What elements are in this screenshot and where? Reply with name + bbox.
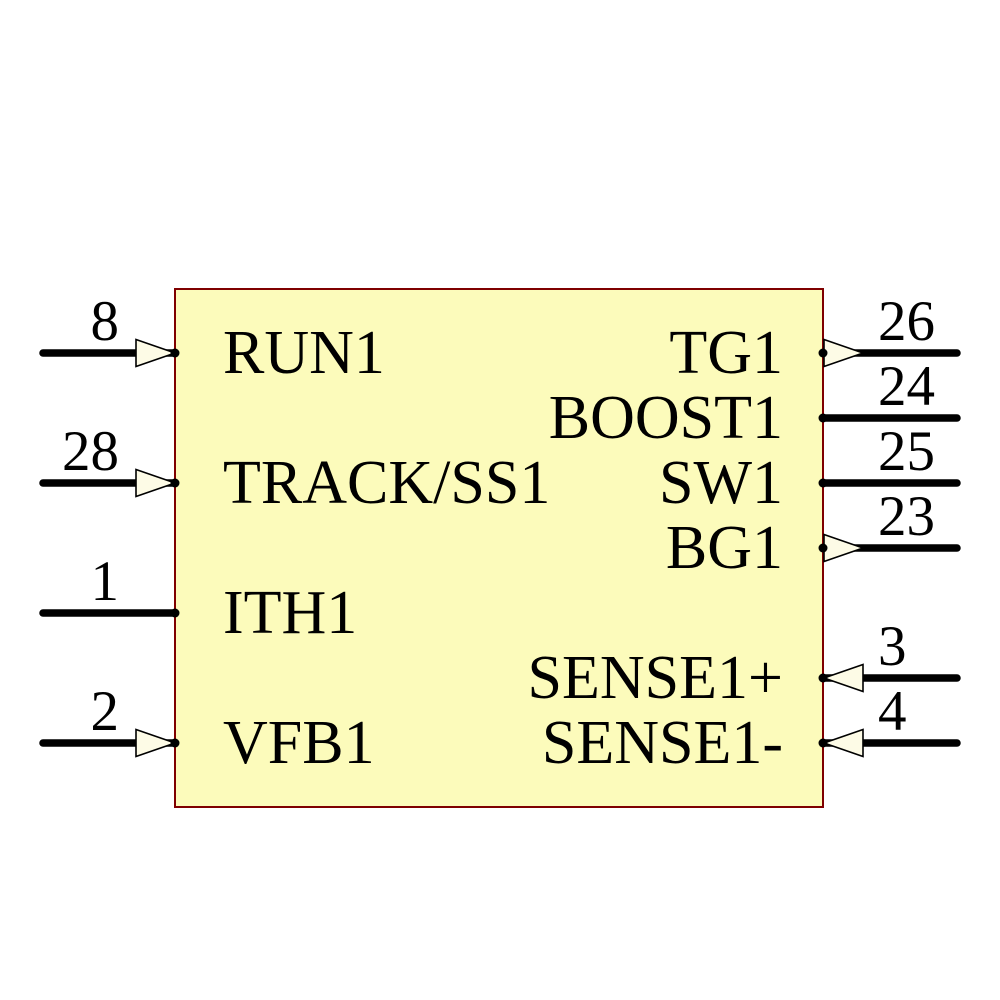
pin-number: 1 <box>91 550 120 613</box>
pin-number: 8 <box>91 290 120 353</box>
pin-number: 4 <box>878 680 907 743</box>
pin-number: 25 <box>878 420 935 483</box>
pin-label: BG1 <box>666 514 783 582</box>
pin-endpoint-dot <box>818 348 828 358</box>
pin-endpoint-dot <box>818 673 828 683</box>
pin-number: 28 <box>62 420 119 483</box>
pin-sw1[interactable]: 25 SW1 <box>659 420 961 517</box>
pin-endpoint-dot <box>170 738 180 748</box>
pin-label: ITH1 <box>223 579 357 647</box>
pin-number: 24 <box>878 355 935 418</box>
pin-sense1-[interactable]: 3 SENSE1+ <box>528 615 961 712</box>
pin-endpoint-dot <box>818 738 828 748</box>
pin-track-ss1[interactable]: 28 TRACK/SS1 <box>39 420 550 517</box>
pin-label: TG1 <box>669 319 783 387</box>
pin-number: 3 <box>878 615 907 678</box>
input-arrow-icon <box>821 663 864 693</box>
pin-bg1[interactable]: 23 BG1 <box>666 485 961 582</box>
pin-vfb1[interactable]: 2 VFB1 <box>39 680 375 777</box>
pin-endpoint-dot <box>170 608 180 618</box>
pin-label: BOOST1 <box>549 384 783 452</box>
pin-endpoint-dot <box>818 413 828 423</box>
pin-run1[interactable]: 8 RUN1 <box>39 290 385 387</box>
input-arrow-icon <box>821 728 864 758</box>
pin-boost1[interactable]: 24 BOOST1 <box>549 355 961 452</box>
pin-endpoint-dot <box>170 478 180 488</box>
pin-label: SENSE1- <box>542 709 783 777</box>
pin-label: SW1 <box>659 449 783 517</box>
input-arrow-icon <box>135 338 178 368</box>
pin-endpoint-dot <box>818 478 828 488</box>
pin-number: 2 <box>91 680 120 743</box>
pin-label: TRACK/SS1 <box>223 449 550 517</box>
pin-label: RUN1 <box>223 319 385 387</box>
pin-number: 23 <box>878 485 935 548</box>
output-arrow-icon <box>823 533 866 563</box>
input-arrow-icon <box>135 468 178 498</box>
output-arrow-icon <box>823 338 866 368</box>
pin-ith1[interactable]: 1 ITH1 <box>39 550 357 647</box>
pin-number: 26 <box>878 290 935 353</box>
pin-endpoint-dot <box>818 543 828 553</box>
pin-endpoint-dot <box>170 348 180 358</box>
input-arrow-icon <box>135 728 178 758</box>
pin-label: VFB1 <box>223 709 375 777</box>
pin-tg1[interactable]: 26 TG1 <box>669 290 961 387</box>
pin-sense1-[interactable]: 4 SENSE1- <box>542 680 961 777</box>
pin-label: SENSE1+ <box>528 644 783 712</box>
component-body[interactable] <box>174 288 824 808</box>
